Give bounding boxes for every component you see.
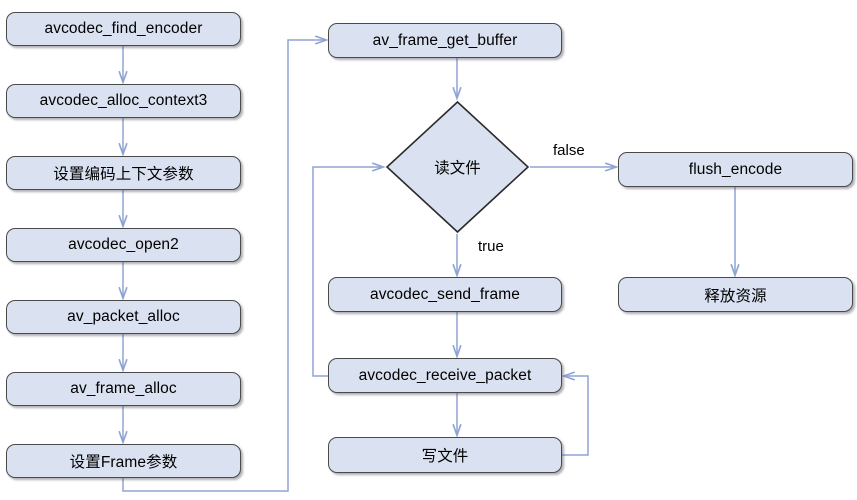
node-write-file[interactable]: 写文件 xyxy=(328,437,562,473)
node-avcodec-open2[interactable]: avcodec_open2 xyxy=(6,228,241,262)
node-label: 设置Frame参数 xyxy=(69,454,178,471)
edge-label-false: false xyxy=(553,142,585,159)
node-label: avcodec_receive_packet xyxy=(358,366,532,384)
node-flush-encode[interactable]: flush_encode xyxy=(618,152,853,187)
node-label: 写文件 xyxy=(421,448,469,465)
node-av-packet-alloc[interactable]: av_packet_alloc xyxy=(6,300,241,334)
node-avcodec-alloc-context3[interactable]: avcodec_alloc_context3 xyxy=(6,84,241,118)
node-label: av_packet_alloc xyxy=(67,308,180,325)
node-av-frame-alloc[interactable]: av_frame_alloc xyxy=(6,372,241,406)
node-read-file-decision[interactable]: 读文件 xyxy=(385,100,530,234)
node-avcodec-find-encoder[interactable]: avcodec_find_encoder xyxy=(6,12,241,46)
node-label: av_frame_alloc xyxy=(70,380,177,397)
node-label: avcodec_find_encoder xyxy=(44,20,203,37)
diamond-shape xyxy=(385,100,530,234)
node-avcodec-send-frame[interactable]: avcodec_send_frame xyxy=(328,277,562,312)
node-avcodec-receive-packet[interactable]: avcodec_receive_packet xyxy=(328,358,562,393)
node-label: flush_encode xyxy=(688,160,783,178)
node-label: 读文件 xyxy=(434,160,481,177)
node-set-frame-params[interactable]: 设置Frame参数 xyxy=(6,444,241,478)
edge-write-file-to-receive-packet xyxy=(562,376,589,456)
node-av-frame-get-buffer[interactable]: av_frame_get_buffer xyxy=(328,23,562,58)
node-label: 设置编码上下文参数 xyxy=(53,166,194,183)
node-label: avcodec_send_frame xyxy=(369,285,520,303)
node-free-resources[interactable]: 释放资源 xyxy=(618,277,853,312)
node-label: av_frame_get_buffer xyxy=(372,31,518,49)
edge-label-true: true xyxy=(478,238,504,255)
edge-receive-packet-to-read-file xyxy=(312,167,383,377)
node-label: avcodec_alloc_context3 xyxy=(39,92,208,109)
node-set-encode-context-params[interactable]: 设置编码上下文参数 xyxy=(6,156,241,190)
node-label: avcodec_open2 xyxy=(68,236,179,253)
node-label: 释放资源 xyxy=(704,287,767,305)
